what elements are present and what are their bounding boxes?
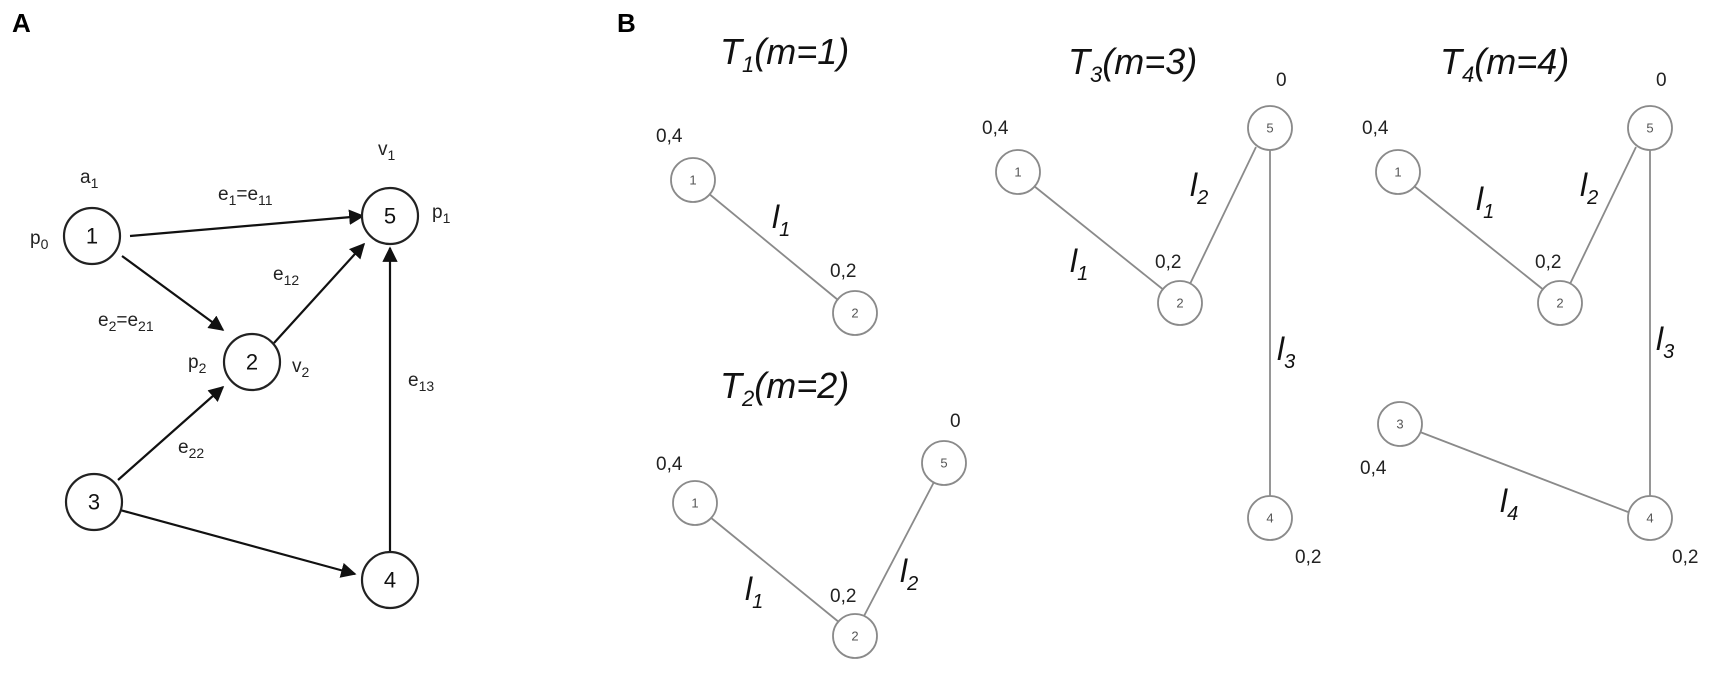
tree-t4-node-1: 1: [1375, 149, 1421, 195]
tree-t4-edge-1-2: [1413, 185, 1546, 292]
tree-t3-edge-label-l2: l2: [1190, 167, 1208, 209]
tree-t2-node-5: 5: [921, 440, 967, 486]
tree-t3-node-2: 2: [1157, 280, 1203, 326]
tree-t4-edge-label-l3: l3: [1656, 321, 1674, 363]
tree-t2-edge-1-2: [709, 516, 841, 624]
node-2-label: 2: [246, 350, 258, 375]
svg-text:2: 2: [1556, 296, 1563, 311]
node-4: 4: [360, 550, 420, 610]
tree-t1-weight-2: 0,2: [830, 261, 856, 282]
label-e2-e21: e2=e21: [98, 310, 154, 334]
svg-text:2: 2: [851, 306, 858, 321]
node-3-label: 3: [88, 490, 100, 515]
label-v2: v2: [292, 356, 310, 380]
svg-text:1: 1: [1014, 165, 1021, 180]
panel-a-graph: 1 2 3 4 5 a1 p0 v1 p1 p2 v2 e1=e11 e2=e2…: [30, 139, 451, 610]
tree-t1-title: T1(m=1): [720, 31, 849, 77]
svg-text:1: 1: [1394, 165, 1401, 180]
tree-t2-title: T2(m=2): [720, 365, 849, 411]
node-4-label: 4: [384, 568, 396, 593]
tree-t2-edge-label-l1: l1: [745, 571, 763, 613]
label-p1: p1: [432, 202, 451, 226]
tree-t2-edge-2-5: [863, 481, 935, 617]
tree-t3-edge-label-l3: l3: [1277, 331, 1295, 373]
node-2: 2: [222, 332, 282, 392]
tree-t4-node-5: 5: [1627, 105, 1673, 151]
edge-1-5: [129, 209, 365, 238]
svg-text:2: 2: [851, 629, 858, 644]
tree-t3-edge-2-5: [1189, 146, 1257, 285]
svg-text:1: 1: [689, 173, 696, 188]
tree-t4: T4(m=4) l1 l2 l3 l4 1 2 5 3 4 0,4 0,2 0 …: [1360, 41, 1698, 568]
node-5: 5: [360, 186, 420, 246]
tree-t4-node-4: 4: [1627, 495, 1673, 541]
tree-t1: T1(m=1) l1 1 2 0,4 0,2: [656, 31, 878, 336]
label-a1: a1: [80, 167, 99, 191]
tree-t4-edge-2-5: [1569, 146, 1637, 285]
tree-t3: T3(m=3) l1 l2 l3 1 2 5 4 0,4 0,2 0 0,2: [982, 41, 1321, 568]
tree-t4-node-2: 2: [1537, 280, 1583, 326]
svg-text:4: 4: [1646, 511, 1653, 526]
edge-3-4: [119, 508, 357, 578]
tree-t2-node-2: 2: [832, 613, 878, 659]
svg-text:5: 5: [1646, 121, 1653, 136]
tree-t4-edge-3-4: [1419, 431, 1629, 513]
tree-t3-title: T3(m=3): [1068, 41, 1197, 87]
tree-t3-weight-5: 0: [1276, 70, 1287, 91]
edge-2-5: [273, 242, 366, 344]
label-p2: p2: [188, 352, 207, 376]
tree-t2-weight-1: 0,4: [656, 454, 683, 475]
tree-t3-edge-1-2: [1033, 185, 1166, 292]
node-3: 3: [64, 472, 124, 532]
tree-t4-node-3: 3: [1377, 401, 1423, 447]
tree-t2-node-1: 1: [672, 480, 718, 526]
node-5-label: 5: [384, 204, 396, 229]
tree-t4-edge-label-l2: l2: [1580, 167, 1598, 209]
tree-t1-node-2: 2: [832, 290, 878, 336]
label-e13: e13: [408, 370, 434, 394]
svg-text:5: 5: [1266, 121, 1273, 136]
node-1: 1: [62, 206, 122, 266]
tree-t4-edge-label-l1: l1: [1476, 181, 1494, 223]
panel-label-a: A: [12, 8, 31, 38]
label-e12: e12: [273, 264, 299, 288]
tree-t1-edge-label-l1: l1: [772, 199, 790, 241]
tree-t2-edge-label-l2: l2: [900, 553, 918, 595]
tree-t3-weight-1: 0,4: [982, 118, 1009, 139]
label-v1: v1: [378, 139, 396, 163]
label-p0: p0: [30, 228, 49, 252]
tree-t4-weight-1: 0,4: [1362, 118, 1389, 139]
tree-t3-node-5: 5: [1247, 105, 1293, 151]
tree-t2: T2(m=2) l1 l2 1 2 5 0,4 0,2 0: [656, 365, 967, 659]
svg-text:2: 2: [1176, 296, 1183, 311]
tree-t3-weight-2: 0,2: [1155, 252, 1181, 273]
tree-t2-weight-2: 0,2: [830, 586, 856, 607]
edge-1-2: [121, 255, 225, 331]
tree-t4-title: T4(m=4): [1440, 41, 1569, 87]
node-1-label: 1: [86, 224, 98, 249]
tree-t1-weight-1: 0,4: [656, 126, 683, 147]
tree-t4-weight-5: 0: [1656, 70, 1667, 91]
svg-text:3: 3: [1396, 417, 1403, 432]
svg-text:1: 1: [691, 496, 698, 511]
tree-t3-node-1: 1: [995, 149, 1041, 195]
label-e22: e22: [178, 437, 204, 461]
tree-t3-weight-4: 0,2: [1295, 547, 1321, 568]
tree-t4-edge-label-l4: l4: [1500, 483, 1518, 525]
edge-3-2: [117, 385, 225, 481]
tree-t4-weight-2: 0,2: [1535, 252, 1561, 273]
tree-t4-weight-4: 0,2: [1672, 547, 1698, 568]
tree-t2-weight-5: 0: [950, 411, 961, 432]
tree-t3-node-4: 4: [1247, 495, 1293, 541]
tree-t1-edge-1-2: [707, 192, 839, 301]
svg-text:5: 5: [940, 456, 947, 471]
tree-t1-node-1: 1: [670, 157, 716, 203]
svg-text:4: 4: [1266, 511, 1273, 526]
label-e1-e11: e1=e11: [218, 184, 273, 208]
tree-t3-edge-label-l1: l1: [1070, 243, 1088, 285]
panel-label-b: B: [617, 8, 636, 38]
tree-t4-weight-3: 0,4: [1360, 458, 1387, 479]
